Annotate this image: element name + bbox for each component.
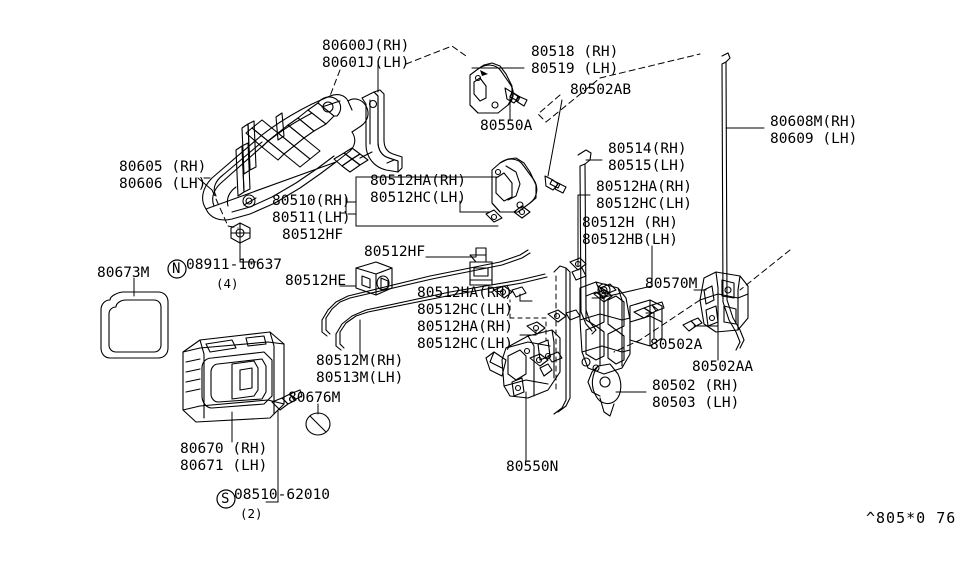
label-80676m: 80676M xyxy=(288,390,341,406)
label-80512hc-2: 80512HC(LH) xyxy=(596,196,693,212)
label-80512hc-1: 80512HC(LH) xyxy=(370,190,467,206)
label-80570m: 80570M xyxy=(645,276,698,292)
label-80512h: 80512H (RH) xyxy=(582,215,679,231)
label-80512he: 80512HE xyxy=(285,273,347,289)
outside-handle-drawing xyxy=(202,94,373,221)
inside-handle-drawing xyxy=(182,331,285,423)
label-08911-qty: (4) xyxy=(216,276,239,291)
label-80502a: 80502A xyxy=(650,337,703,353)
striker-drawing xyxy=(699,271,749,333)
label-80519: 80519 (LH) xyxy=(531,61,619,77)
door-lock-assembly-drawing xyxy=(579,281,663,417)
clip-80502ab-drawing xyxy=(544,175,567,194)
label-80502aa: 80502AA xyxy=(692,359,754,375)
label-80671: 80671 (LH) xyxy=(180,458,268,474)
label-80512hb: 80512HB(LH) xyxy=(582,232,679,248)
label-08510-62010: 08510-62010 xyxy=(234,487,331,503)
label-08911-10637: 08911-10637 xyxy=(186,257,283,273)
nut-08911-drawing xyxy=(230,222,251,244)
long-control-rod-drawing xyxy=(721,52,745,351)
label-80512ha-2: 80512HA(RH) xyxy=(596,179,693,195)
label-80512hf-1: 80512HF xyxy=(282,227,344,243)
leader-lines xyxy=(133,45,791,503)
grommet-drawing xyxy=(469,247,493,286)
handle-bracket-drawing xyxy=(361,89,403,173)
drawing-code: ^805*0 76 xyxy=(866,509,957,527)
circle-marker-shapes xyxy=(167,259,236,509)
label-80510: 80510(RH) xyxy=(272,193,351,209)
label-80605: 80605 (RH) xyxy=(119,159,207,175)
handle-cap-drawing xyxy=(305,412,331,436)
label-80670: 80670 (RH) xyxy=(180,441,268,457)
marker-n-glyph: N xyxy=(172,261,181,277)
label-80503: 80503 (LH) xyxy=(652,395,740,411)
label-80511: 80511(LH) xyxy=(272,210,351,226)
label-80513m: 80513M(LH) xyxy=(316,370,404,386)
label-80550n: 80550N xyxy=(506,459,559,475)
label-80512hf-2: 80512HF xyxy=(364,244,426,260)
label-80512m: 80512M(RH) xyxy=(316,353,404,369)
label-80512ha-1: 80512HA(RH) xyxy=(370,173,467,189)
marker-s-glyph: S xyxy=(221,491,230,507)
label-80502ab: 80502AB xyxy=(570,82,632,98)
label-80608m: 80608M(RH) xyxy=(770,114,858,130)
label-80514: 80514(RH) xyxy=(608,141,687,157)
remote-control-rod-drawing xyxy=(321,249,548,351)
key-cylinder-rod-drawing xyxy=(577,149,597,335)
screw-80502aa-drawing xyxy=(682,317,703,332)
label-80502: 80502 (RH) xyxy=(652,378,740,394)
label-80550a: 80550A xyxy=(480,118,533,134)
actuator-cover-drawing xyxy=(485,329,561,399)
label-80515: 80515(LH) xyxy=(608,158,687,174)
label-80606: 80606 (LH) xyxy=(119,176,207,192)
vertical-rods-drawing xyxy=(553,265,571,415)
label-08510-qty: (2) xyxy=(240,506,263,521)
label-80601j: 80601J(LH) xyxy=(322,55,410,71)
label-80673m: 80673M xyxy=(97,265,150,281)
handle-bezel-drawing xyxy=(100,291,169,359)
lock-lever-assembly-drawing xyxy=(485,157,538,223)
label-80600j: 80600J(RH) xyxy=(322,38,410,54)
label-80512ha-3: 80512HA(RH) xyxy=(417,285,514,301)
screw-08510-drawing xyxy=(271,389,303,411)
label-80512ha-4: 80512HA(RH) xyxy=(417,319,514,335)
lock-actuator-small-drawing xyxy=(469,62,528,114)
label-80512hc-3: 80512HC(LH) xyxy=(417,302,514,318)
label-80518: 80518 (RH) xyxy=(531,44,619,60)
label-80609: 80609 (LH) xyxy=(770,131,858,147)
label-80512hc-4: 80512HC(LH) xyxy=(417,336,514,352)
